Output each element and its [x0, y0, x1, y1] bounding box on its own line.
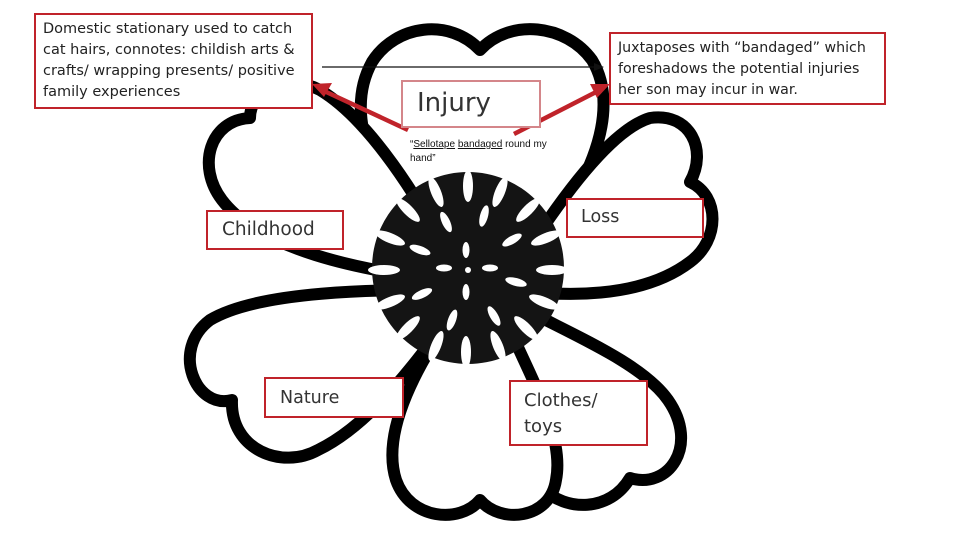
label-injury: Injury [401, 80, 541, 128]
quote-rest: round my hand” [410, 139, 547, 164]
quote-word-sellotape: Sellotape [413, 139, 456, 150]
arrow-to-left-note-head [312, 83, 332, 97]
arrow-to-right-note-head [590, 84, 610, 98]
label-clothes-line1: Clothes/ [524, 390, 598, 411]
label-nature: Nature [264, 377, 404, 418]
quote-open: “ [410, 139, 414, 150]
quote-text: “Sellotape bandaged round my hand” [410, 138, 560, 166]
note-sellotape-connotations: Domestic stationary used to catch cat ha… [34, 13, 313, 109]
label-clothes-toys: Clothes/ toys [509, 380, 648, 446]
quote-word-bandaged: bandaged [457, 139, 503, 150]
label-childhood: Childhood [206, 210, 344, 250]
arrow-connector-head [594, 63, 604, 71]
label-loss: Loss [566, 198, 704, 238]
note-juxtaposition: Juxtaposes with “bandaged” which foresha… [609, 32, 886, 105]
arrow-to-left-note [321, 87, 409, 133]
label-clothes-line2: toys [524, 416, 563, 437]
flower-center [368, 170, 568, 368]
